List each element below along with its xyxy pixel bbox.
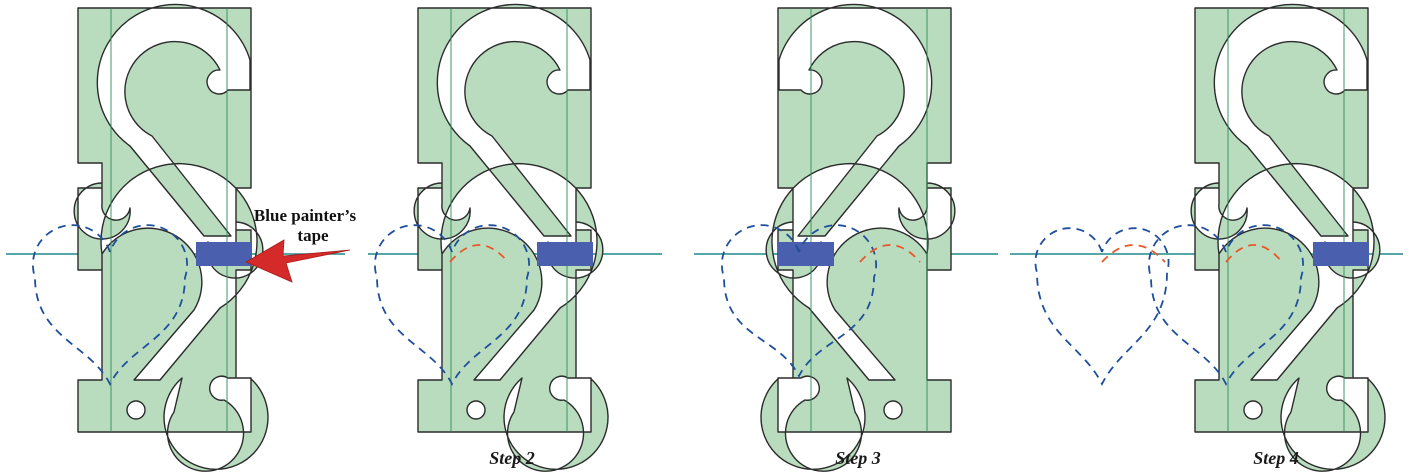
- orange-arc-2: [859, 244, 921, 263]
- caption-step-4: Step 4: [1253, 448, 1299, 468]
- annotation-line-2: tape: [297, 226, 329, 245]
- orange-arc-4: [1225, 244, 1283, 263]
- template-piece-3: [760, 3, 956, 472]
- heart-outline-5: [1148, 224, 1304, 387]
- template-piece-4: [1190, 3, 1386, 472]
- heart-outline-3: [721, 224, 877, 379]
- blue-painters-tape-2: [537, 242, 593, 266]
- template-piece-1: [73, 3, 269, 472]
- blue-painters-tape-3: [778, 242, 834, 266]
- caption-step-2: Step 2: [489, 448, 535, 468]
- red-arrow: [245, 239, 351, 283]
- blue-painters-tape-1: [196, 242, 252, 266]
- heart-outline-1: [32, 224, 188, 387]
- heart-outline-4: [1034, 227, 1170, 387]
- heart-outline-2: [374, 224, 530, 387]
- caption-step-3: Step 3: [835, 448, 881, 468]
- annotation-line-1: Blue painter’s: [254, 206, 357, 225]
- orange-arc-1: [449, 244, 509, 263]
- blue-painters-tape-4: [1313, 242, 1369, 266]
- template-piece-2: [413, 3, 609, 472]
